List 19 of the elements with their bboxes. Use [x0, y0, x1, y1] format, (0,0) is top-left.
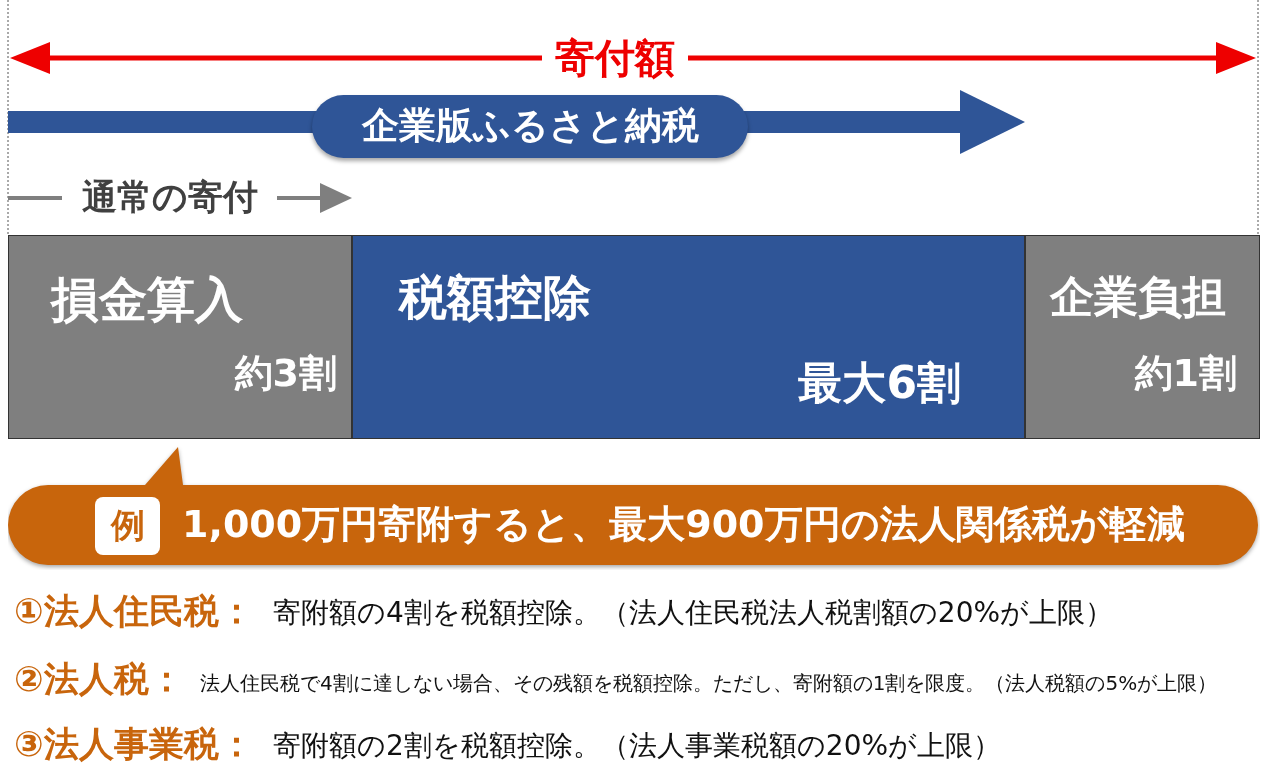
callout-text: 1,000万円寄附すると、最大900万円の法人関係税が軽減: [182, 503, 1185, 547]
share-box: [352, 235, 1025, 439]
share-value: 約3割: [234, 352, 337, 396]
tax-heading: ③法人事業税：: [14, 723, 254, 765]
share-value: 最大6割: [798, 358, 961, 409]
tax-description: 寄附額の2割を税額控除。（法人事業税額の20%が上限）: [273, 729, 1002, 763]
tax-heading: ①法人住民税：: [14, 590, 254, 632]
share-value: 約1割: [1134, 352, 1237, 396]
section-title: 企業負担: [1050, 272, 1226, 323]
title-pill: 企業版ふるさと納税: [312, 95, 748, 158]
tax-description: 法人住民税で4割に達しない場合、その残額を税額控除。ただし、寄附額の1割を限度。（法人税額の5%が上限）: [200, 671, 1218, 695]
section-title: 税額控除: [399, 270, 591, 326]
tax-heading: ②法人税：: [14, 658, 184, 700]
example-tile: 例: [95, 497, 160, 555]
section-title: 損金算入: [51, 272, 243, 328]
share-box: [1025, 235, 1260, 439]
share-box: [8, 235, 352, 439]
tax-description: 寄附額の4割を税額控除。（法人住民税法人税割額の20%が上限）: [273, 596, 1114, 630]
range-label: 通常の寄付: [82, 176, 258, 218]
